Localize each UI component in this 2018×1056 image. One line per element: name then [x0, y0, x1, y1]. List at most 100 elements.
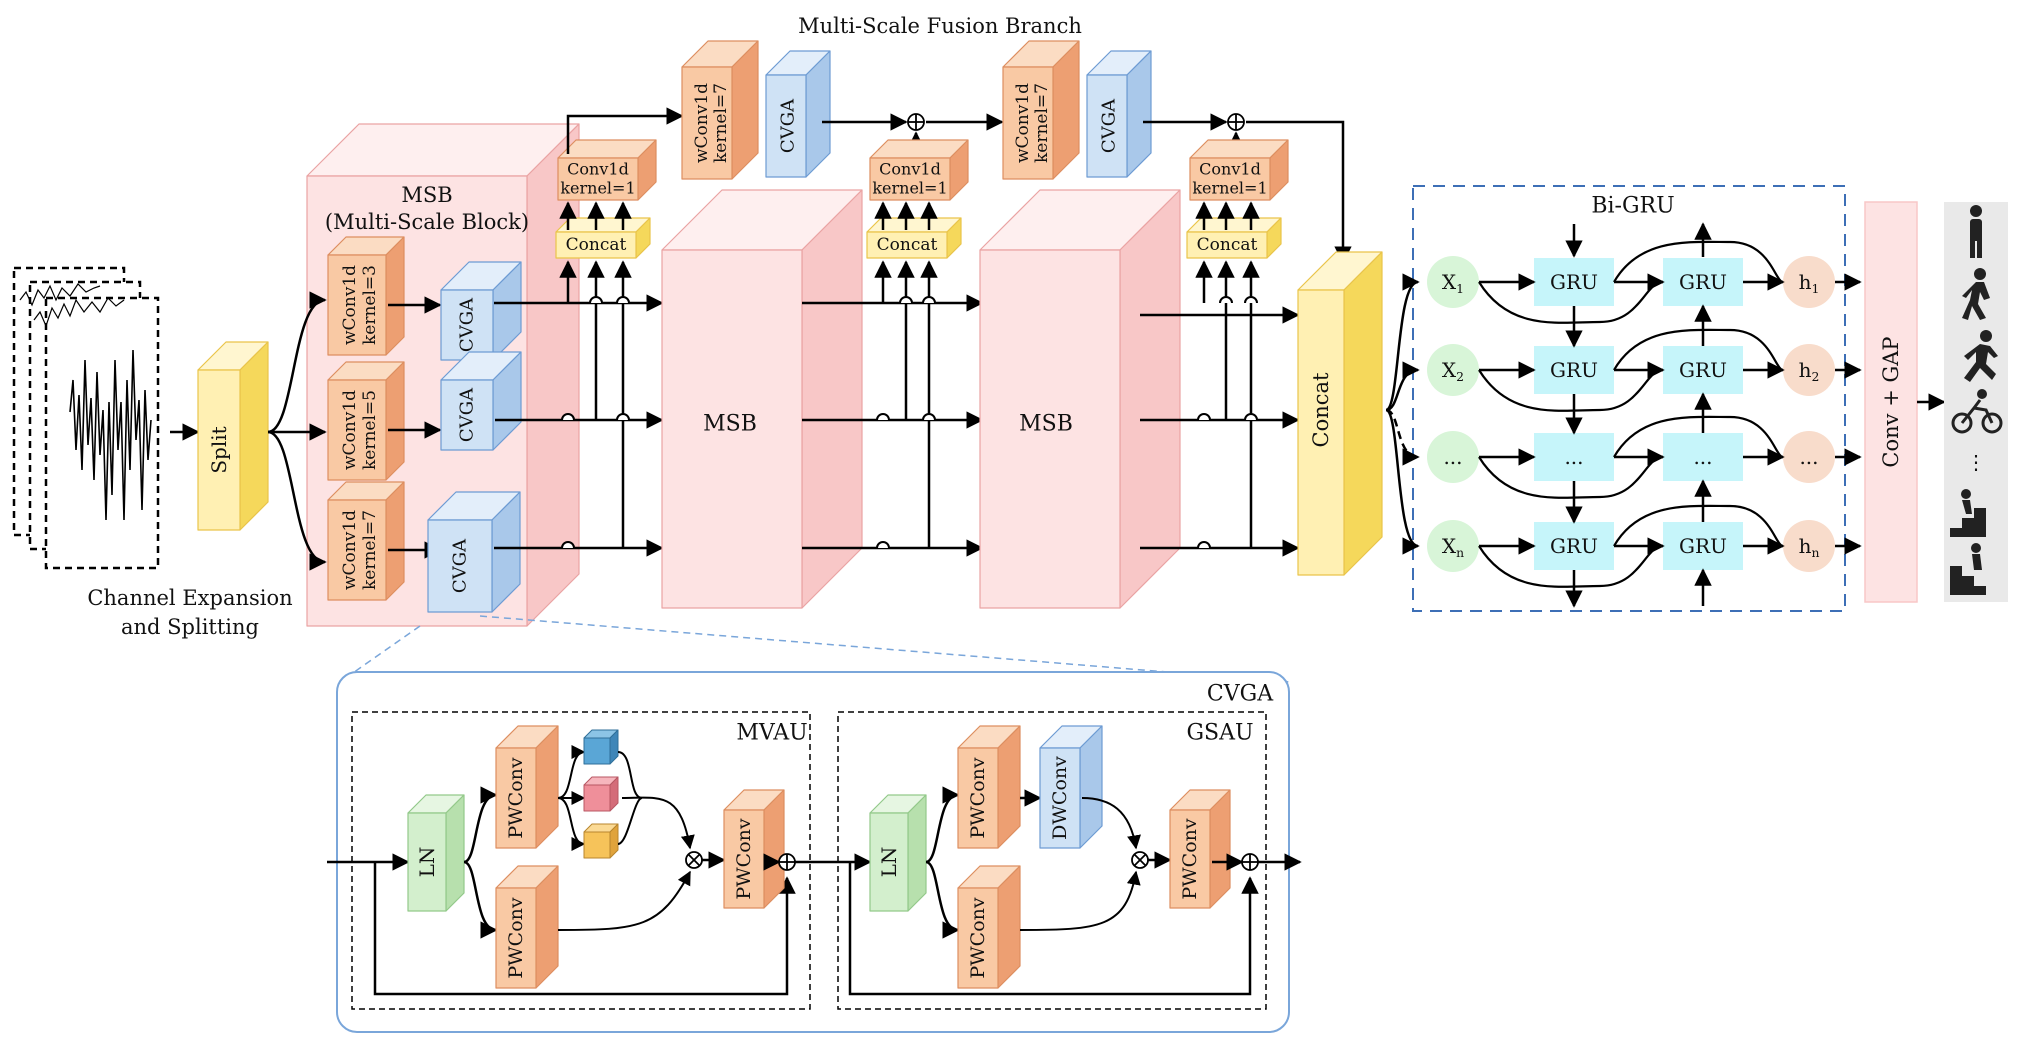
gru-label: GRU [1550, 270, 1598, 294]
cross-down [1478, 280, 1664, 324]
conv1d-k1-2 [869, 139, 969, 201]
concat-1 [555, 217, 651, 259]
gru-forward [1534, 433, 1614, 481]
cross-up [1613, 240, 1784, 284]
kernel-label: kernel=7 [360, 510, 380, 590]
bigru-box [1412, 185, 1846, 612]
x-node [1427, 256, 1479, 308]
concat-3 [1186, 217, 1282, 259]
hop [876, 413, 890, 421]
ln-to-pw1 [463, 786, 498, 864]
fusion-title: Multi-Scale Fusion Branch [798, 14, 1082, 38]
cvga-label: CVGA [457, 297, 478, 352]
cross-up [1613, 415, 1784, 459]
msb-title: MSB [401, 183, 452, 207]
fusion-wconv-1 [681, 40, 759, 180]
cross-down [1478, 368, 1664, 412]
hop [1219, 296, 1233, 304]
cvga-branch-3 [427, 491, 521, 613]
ln-label: LN [415, 847, 439, 878]
split-block [197, 341, 269, 531]
mvau-view-pink [583, 776, 619, 812]
running-icon [1964, 330, 1998, 382]
conv1d-label: Conv1d [879, 160, 941, 179]
msb-label-3: MSB [1019, 412, 1073, 437]
add-to-final-concat [1246, 120, 1352, 264]
cvga-branch-1 [440, 261, 522, 361]
hop [561, 413, 575, 421]
gru-forward [1534, 346, 1614, 394]
mvau-view-blue [583, 729, 619, 765]
fusion-wconv-2 [1002, 40, 1080, 180]
fusion-up-1 [566, 107, 684, 154]
pwconv-mvau-1 [495, 725, 559, 849]
wconv1d-label: wConv1d [340, 265, 360, 345]
pwconv-label: PWConv [967, 757, 989, 839]
h-node-label: ... [1799, 445, 1818, 469]
gsau-box [837, 711, 1267, 1010]
conv1d-k1-3 [1189, 139, 1289, 201]
pwconv-label: PWConv [1179, 818, 1201, 900]
hop [922, 413, 936, 421]
multiply-gsau [1131, 851, 1149, 869]
final-concat [1297, 251, 1383, 576]
x-node [1427, 431, 1479, 483]
hop [899, 296, 913, 304]
hop [876, 541, 890, 549]
wconv1d-branch-3 [327, 481, 405, 601]
dwconv-block [1039, 725, 1103, 849]
split-to-branch-3 [267, 430, 327, 571]
cvga-detail-title: CVGA [1207, 682, 1274, 707]
msb-block-3 [979, 189, 1181, 609]
kernel1-label: kernel=1 [1192, 179, 1267, 198]
fusion-cvga-1 [765, 50, 831, 178]
mvau-title: MVAU [736, 721, 807, 746]
concat-label: Concat [1197, 235, 1258, 255]
pwconv-label: PWConv [733, 818, 755, 900]
hop [589, 296, 603, 304]
x-node-label: ... [1443, 445, 1462, 469]
cross-down [1478, 544, 1664, 588]
fan-1 [1385, 273, 1420, 412]
activity-panel [1944, 202, 2008, 602]
kernel-label: kernel=5 [360, 390, 380, 470]
input-signal-stack: Channel Expansion and Splitting [12, 266, 293, 639]
cvga-branch-2 [440, 351, 522, 451]
gru-label: GRU [1679, 270, 1727, 294]
add-2 [1227, 113, 1245, 131]
cvga-label: CVGA [450, 538, 471, 593]
gru-label: GRU [1550, 534, 1598, 558]
x-node [1427, 520, 1479, 572]
kernel1-label: kernel=1 [560, 179, 635, 198]
concat-label: Concat [877, 235, 938, 255]
concat-2 [866, 217, 962, 259]
conv-gap-block [1864, 201, 1918, 603]
gru-backward [1663, 433, 1743, 481]
gru-forward [1534, 258, 1614, 306]
fan-4 [1385, 408, 1420, 555]
cvga-detail-panel [336, 671, 1290, 1033]
wconv1d-label: wConv1d [340, 390, 360, 470]
pwconv-label: PWConv [967, 897, 989, 979]
hop [1197, 541, 1211, 549]
msb-subtitle: (Multi-Scale Block) [325, 210, 529, 234]
caption-line-1: Channel Expansion [87, 586, 292, 610]
msb-label-2: MSB [703, 412, 757, 437]
pwconv-mvau-2 [495, 865, 559, 989]
split-to-branch-1 [267, 291, 327, 434]
h-node-label: hn [1799, 534, 1820, 560]
pw2-to-mult [557, 870, 691, 931]
fusion-cvga-label: CVGA [778, 98, 799, 153]
gru-label: GRU [1679, 358, 1727, 382]
gru-backward [1663, 258, 1743, 306]
downstairs-icon [1950, 543, 1986, 595]
caption-line-2: and Splitting [121, 615, 259, 639]
cross-up [1613, 328, 1784, 372]
gru-label: ... [1564, 445, 1583, 469]
conv1d-k1-1 [557, 139, 657, 201]
concat-label: Concat [566, 235, 627, 255]
pwconv-gsau-3 [1169, 789, 1231, 909]
gru-backward [1663, 346, 1743, 394]
cycling-icon [1951, 389, 2003, 434]
